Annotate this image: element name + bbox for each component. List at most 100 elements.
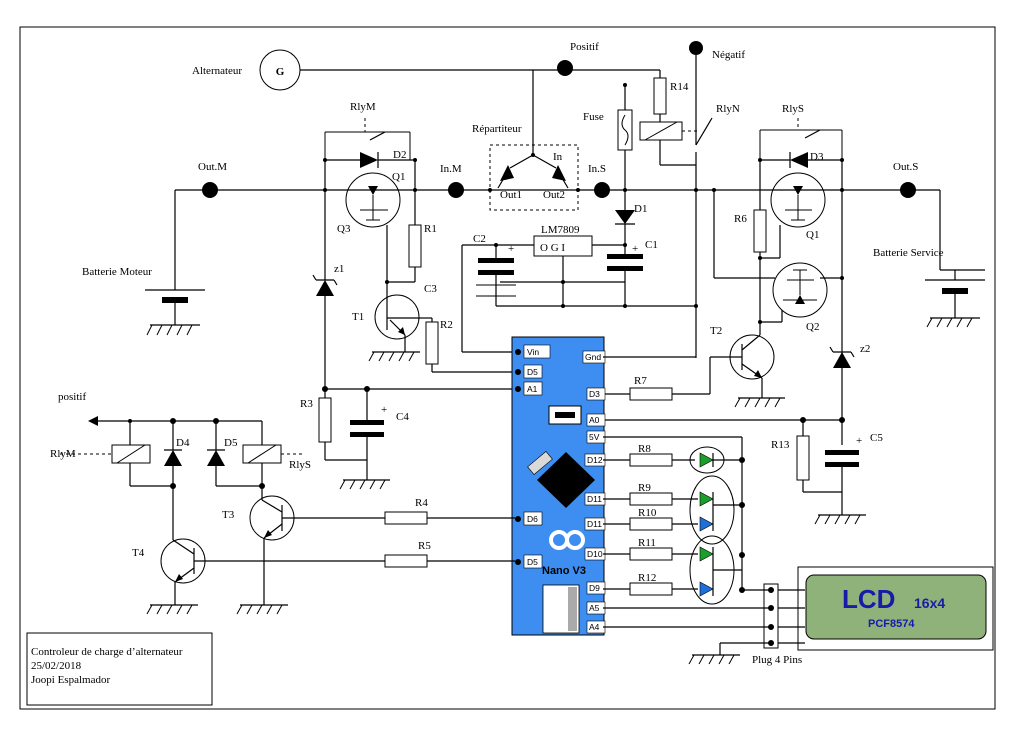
c5-plus: +: [856, 435, 862, 447]
z1-zener: [316, 280, 334, 296]
t4-label: T4: [132, 547, 145, 559]
r5-label: R5: [418, 540, 431, 552]
lcd-size: 16x4: [914, 595, 945, 611]
c3-label: C3: [424, 283, 437, 295]
d2-label: D2: [393, 149, 406, 161]
d5-label: D5: [224, 437, 238, 449]
r4-label: R4: [415, 497, 428, 509]
d2-diode: [360, 152, 378, 168]
nano-pin-d11b: D11: [587, 519, 602, 529]
c1-capacitor: [607, 254, 643, 259]
alternateur-label: Alternateur: [192, 65, 242, 77]
repartiteur-label: Répartiteur: [472, 123, 522, 135]
led-blue-2: [699, 581, 714, 597]
batterie-moteur-label: Batterie Moteur: [82, 266, 152, 278]
r10-resistor: [629, 517, 673, 531]
r11-resistor: [629, 547, 673, 561]
c2-plus: +: [508, 243, 514, 255]
positif-arrow-icon: [88, 416, 98, 426]
r4-resistor: [384, 511, 428, 525]
generator-label: G: [276, 66, 285, 78]
plug-label: Plug 4 Pins: [752, 654, 802, 666]
batterie-service-label: Batterie Service: [873, 247, 944, 259]
d4-diode: [164, 450, 182, 466]
lcd-title: LCD: [842, 584, 895, 614]
r7-resistor: [629, 387, 673, 401]
repartiteur-diode-2: [552, 165, 566, 181]
led-green-3: [699, 546, 714, 562]
r6-label: R6: [734, 213, 747, 225]
positif-left-label: positif: [58, 391, 86, 403]
q2-label: Q2: [806, 321, 819, 333]
positif-label: Positif: [570, 41, 599, 53]
outm-label: Out.M: [198, 161, 227, 173]
out1-label: Out1: [500, 189, 522, 201]
nano-chip: [537, 452, 595, 508]
r10-label: R10: [638, 507, 657, 519]
r14-resistor: [653, 77, 667, 115]
lcd-model: PCF8574: [868, 618, 915, 630]
plug-4-pins: [763, 583, 779, 649]
r8-label: R8: [638, 443, 651, 455]
r1-label: R1: [424, 223, 437, 235]
r6-resistor: [753, 209, 767, 253]
r13-label: R13: [771, 439, 790, 451]
t2-label: T2: [710, 325, 722, 337]
q1-right-label: Q1: [806, 229, 819, 241]
r9-label: R9: [638, 482, 651, 494]
nano-name-label: Nano V3: [542, 565, 586, 577]
r2-label: R2: [440, 319, 453, 331]
nano-right-pins: Gnd D3 A0 5V D12 D11 D11 D10 D9 A5 A4: [582, 350, 606, 634]
r1-resistor: [408, 224, 422, 268]
rlym-coil: [111, 444, 151, 464]
q3-mosfet: [345, 172, 401, 228]
led-green-2: [699, 491, 714, 507]
nano-pin-d5a: D5: [527, 367, 538, 377]
led-blue-1: [699, 516, 714, 532]
z2-label: z2: [860, 343, 870, 355]
c2-label: C2: [473, 233, 486, 245]
t3-label: T3: [222, 509, 235, 521]
nano-pin-d3: D3: [589, 389, 600, 399]
nano-pin-vin: Vin: [527, 347, 539, 357]
nano-pin-a4: A4: [589, 622, 600, 632]
r8-resistor: [629, 453, 673, 467]
c1-label: C1: [645, 239, 658, 251]
rlym-top-label: RlyM: [350, 101, 376, 113]
z2-zener: [833, 352, 851, 368]
q1-left-label: Q1: [392, 171, 405, 183]
nano-pin-d9: D9: [589, 583, 600, 593]
nano-left-pins: Vin D5 A1 D6 D5: [515, 344, 551, 569]
out2-label: Out2: [543, 189, 565, 201]
c2-capacitor: [478, 258, 514, 263]
lm7809-label: LM7809: [541, 224, 580, 236]
r3-label: R3: [300, 398, 313, 410]
c5-label: C5: [870, 432, 883, 444]
fuse-label: Fuse: [583, 111, 604, 123]
q1-right-mosfet: [770, 172, 826, 228]
nano-pin-5v: 5V: [589, 432, 600, 442]
r9-resistor: [629, 492, 673, 506]
in-label: In: [553, 151, 563, 163]
nano-pin-d10: D10: [587, 549, 603, 559]
title-line-3: Joopi Espalmador: [31, 674, 110, 686]
inm-terminal: [448, 182, 464, 198]
nano-pin-a1: A1: [527, 384, 538, 394]
repartiteur-box: [489, 144, 579, 211]
outs-terminal: [900, 182, 916, 198]
c4-plus: +: [381, 404, 387, 416]
q2-mosfet: [772, 262, 828, 318]
outm-terminal: [202, 182, 218, 198]
r7-label: R7: [634, 375, 647, 387]
nano-pin-d6: D6: [527, 514, 538, 524]
r12-label: R12: [638, 572, 656, 584]
sheet-border: [19, 26, 996, 710]
q3-label: Q3: [337, 223, 351, 235]
led-green-1: [699, 452, 714, 468]
r13-resistor: [796, 435, 810, 481]
d4-label: D4: [176, 437, 190, 449]
nano-pin-d12: D12: [587, 455, 603, 465]
nano-pin-d11a: D11: [587, 494, 602, 504]
d3-diode: [790, 152, 808, 168]
